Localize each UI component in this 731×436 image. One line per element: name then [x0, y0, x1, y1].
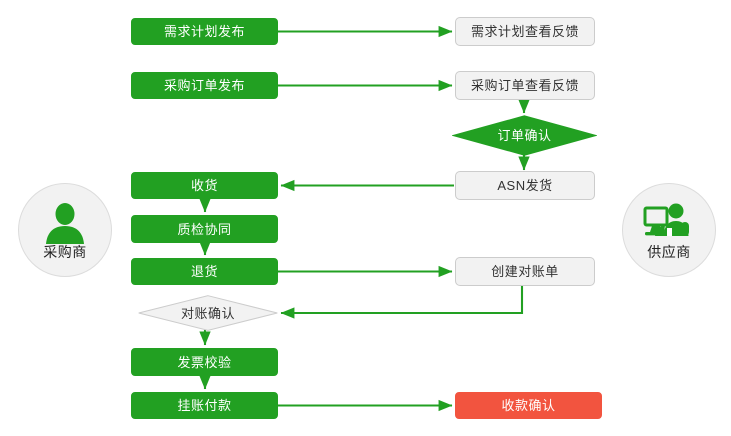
node-pending-payment[interactable]: 挂账付款 [131, 392, 278, 419]
actor-supplier-label: 供应商 [647, 243, 691, 260]
node-quality-collab[interactable]: 质检协同 [131, 215, 278, 243]
node-order-confirm[interactable]: 订单确认 [452, 115, 597, 156]
person-at-computer-icon [643, 203, 689, 236]
diamond-shape-gray [138, 295, 278, 331]
node-receive-goods[interactable]: 收货 [131, 172, 278, 199]
node-invoice-verify[interactable]: 发票校验 [131, 348, 278, 376]
node-asn-ship[interactable]: ASN发货 [455, 171, 595, 200]
diamond-shape-green [452, 115, 597, 156]
node-statement-confirm-label: 对账确认 [180, 305, 235, 321]
person-icon [46, 202, 84, 244]
node-demand-plan-feedback[interactable]: 需求计划查看反馈 [455, 17, 595, 46]
node-order-confirm-label: 订单确认 [497, 128, 552, 143]
node-po-publish[interactable]: 采购订单发布 [131, 72, 278, 99]
node-po-feedback[interactable]: 采购订单查看反馈 [455, 71, 595, 100]
actor-supplier: 供应商 [622, 183, 716, 277]
node-demand-plan-publish[interactable]: 需求计划发布 [131, 18, 278, 45]
node-statement-confirm[interactable]: 对账确认 [138, 295, 278, 331]
node-return-goods[interactable]: 退货 [131, 258, 278, 285]
node-create-statement[interactable]: 创建对账单 [455, 257, 595, 286]
edge-create-statement-to-statement-confirm [280, 286, 524, 319]
actor-buyer: 采购商 [18, 183, 112, 277]
node-receipt-confirm[interactable]: 收款确认 [455, 392, 602, 419]
actor-buyer-label: 采购商 [43, 243, 87, 260]
